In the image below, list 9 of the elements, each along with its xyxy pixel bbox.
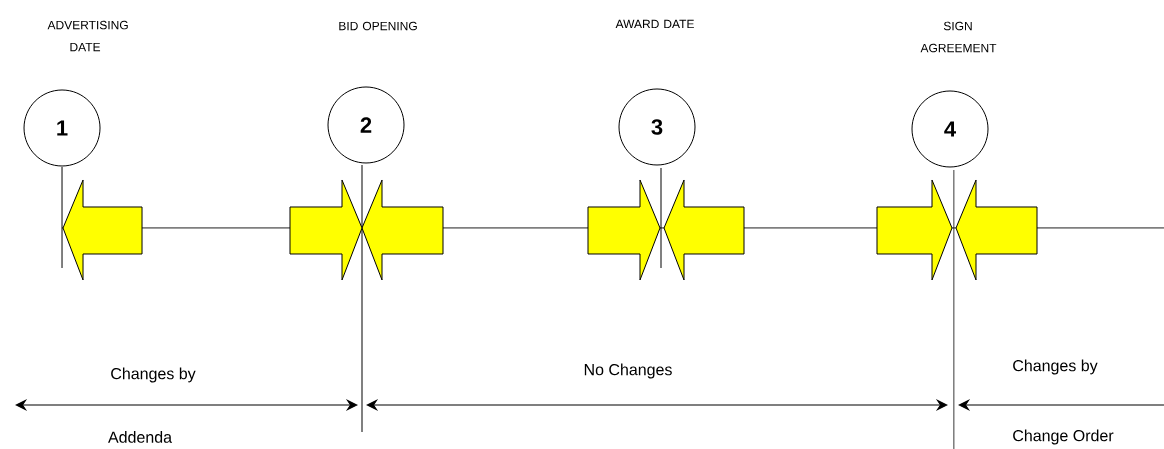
period-label: Change Order xyxy=(1013,429,1114,445)
period-label: Changes by xyxy=(1013,359,1098,375)
period-label: Changes by xyxy=(111,367,196,383)
milestone-heading: BID OPENING xyxy=(339,21,417,31)
milestone-heading: AWARD DATE xyxy=(615,19,694,29)
milestone-heading: SIGN AGREEMENT xyxy=(920,21,997,53)
period-label: No Changes xyxy=(584,363,672,379)
period-label: Addenda xyxy=(108,431,173,443)
milestone-heading: ADVERTISING DATE xyxy=(47,20,128,52)
